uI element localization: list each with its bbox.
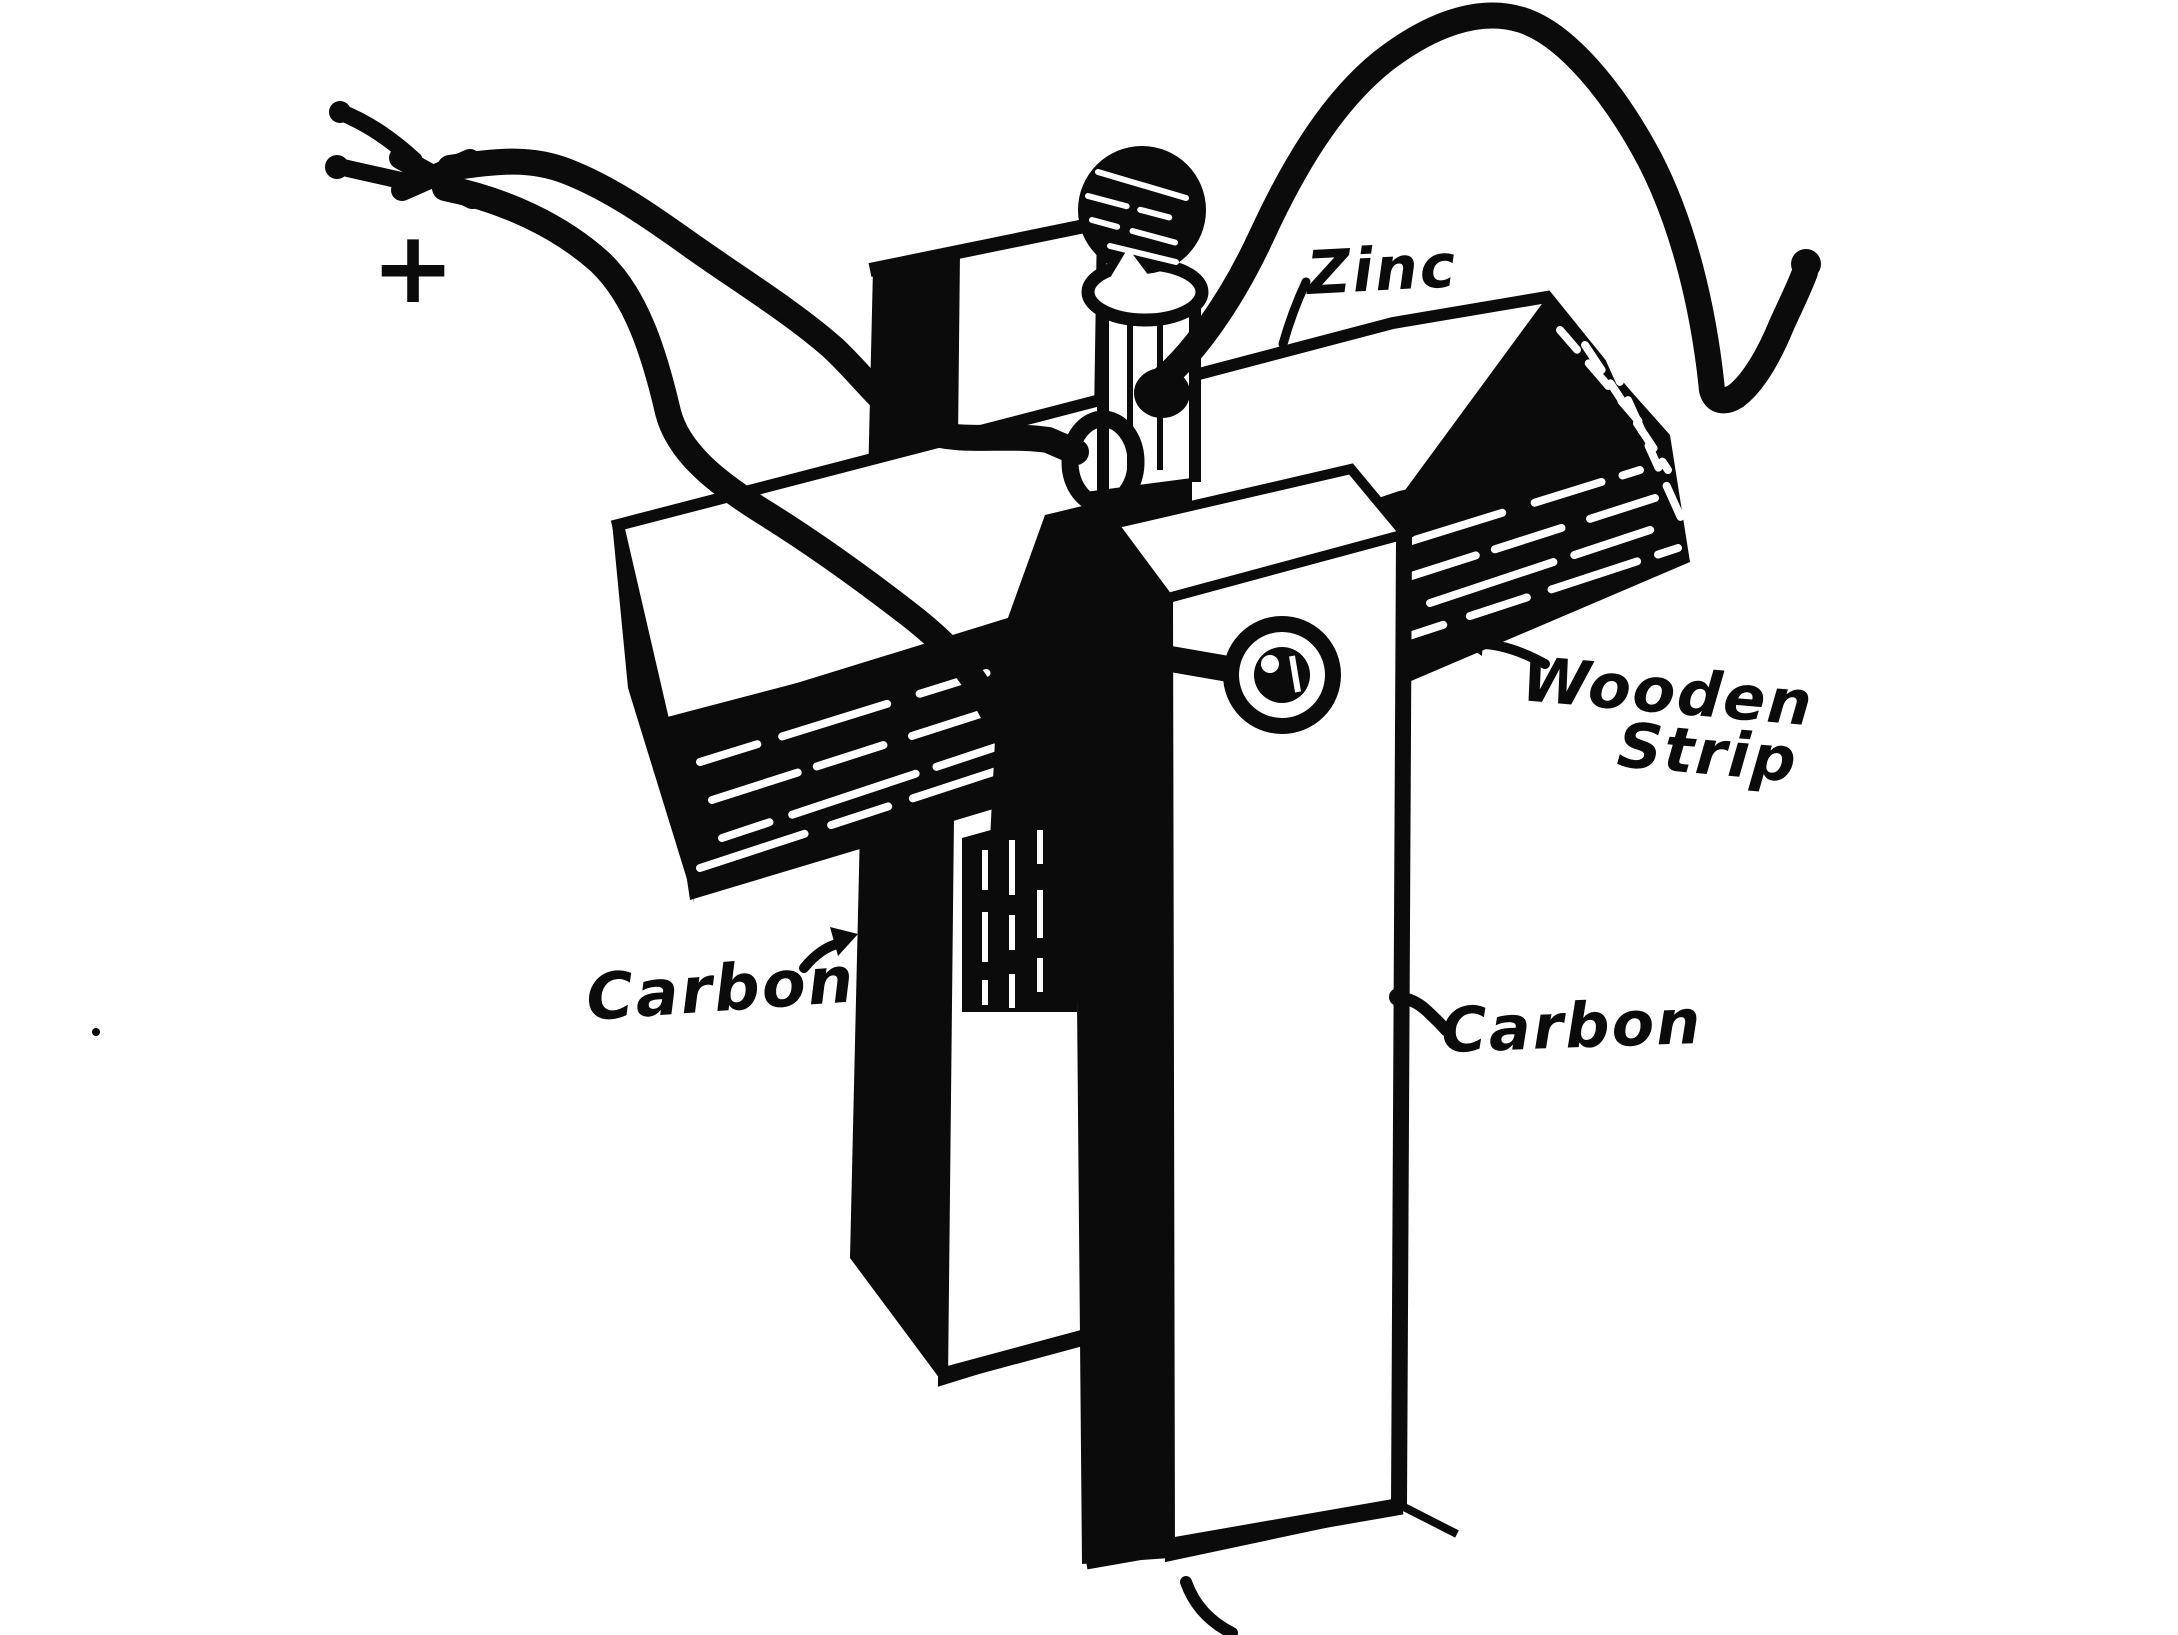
carbon-plate-left-top-edge: [868, 215, 1106, 277]
carbon-plate-right: [1077, 463, 1459, 1570]
wooden-strip-left-end: [612, 522, 694, 902]
wooden-strip-label-line2: Strip: [1615, 708, 1801, 796]
screw-highlight: [1261, 655, 1279, 673]
plus-sign-label: +: [371, 209, 455, 326]
carbon-plate-right-edge: [1391, 535, 1412, 1507]
carbon-plate-right-top-face: [1104, 463, 1414, 604]
ground-shadow-line: [1400, 1502, 1459, 1538]
zinc-leader-line: [1278, 277, 1311, 349]
stray-ink-speck: [92, 1028, 100, 1036]
wire-curl-tip: [1791, 249, 1821, 279]
labels: + Zinc Wooden Strip Carbon Carbon: [371, 209, 1817, 1067]
wooden-strip-right-end: [1400, 297, 1690, 562]
zinc-label: Zinc: [1303, 231, 1459, 309]
free-wire-end: [1139, 2, 1818, 414]
wire-to-zinc: [437, 148, 1089, 465]
lead-wires: [325, 2, 1821, 808]
carbon-plate-left-bottom-edge: [938, 1330, 1085, 1384]
wire-to-carbon-screw: [432, 175, 1053, 808]
carbon-right-leader: [1392, 991, 1452, 1036]
ball-hatching: [1085, 169, 1197, 265]
thumb-screw-head: [1254, 647, 1310, 703]
carbon-plate-right-bottom-edge: [1084, 1497, 1404, 1570]
wooden-strip-arrowhead: [1450, 620, 1484, 656]
carbon-left-arrowhead: [830, 927, 858, 956]
carbon-right-label: Carbon: [1440, 985, 1703, 1067]
ball-highlight-notch: [1104, 248, 1158, 288]
label-leaders: [92, 277, 1550, 1635]
carbon-plate-right-side-shadow: [1077, 524, 1170, 1564]
bottom-tail-mark: [1180, 1576, 1238, 1635]
